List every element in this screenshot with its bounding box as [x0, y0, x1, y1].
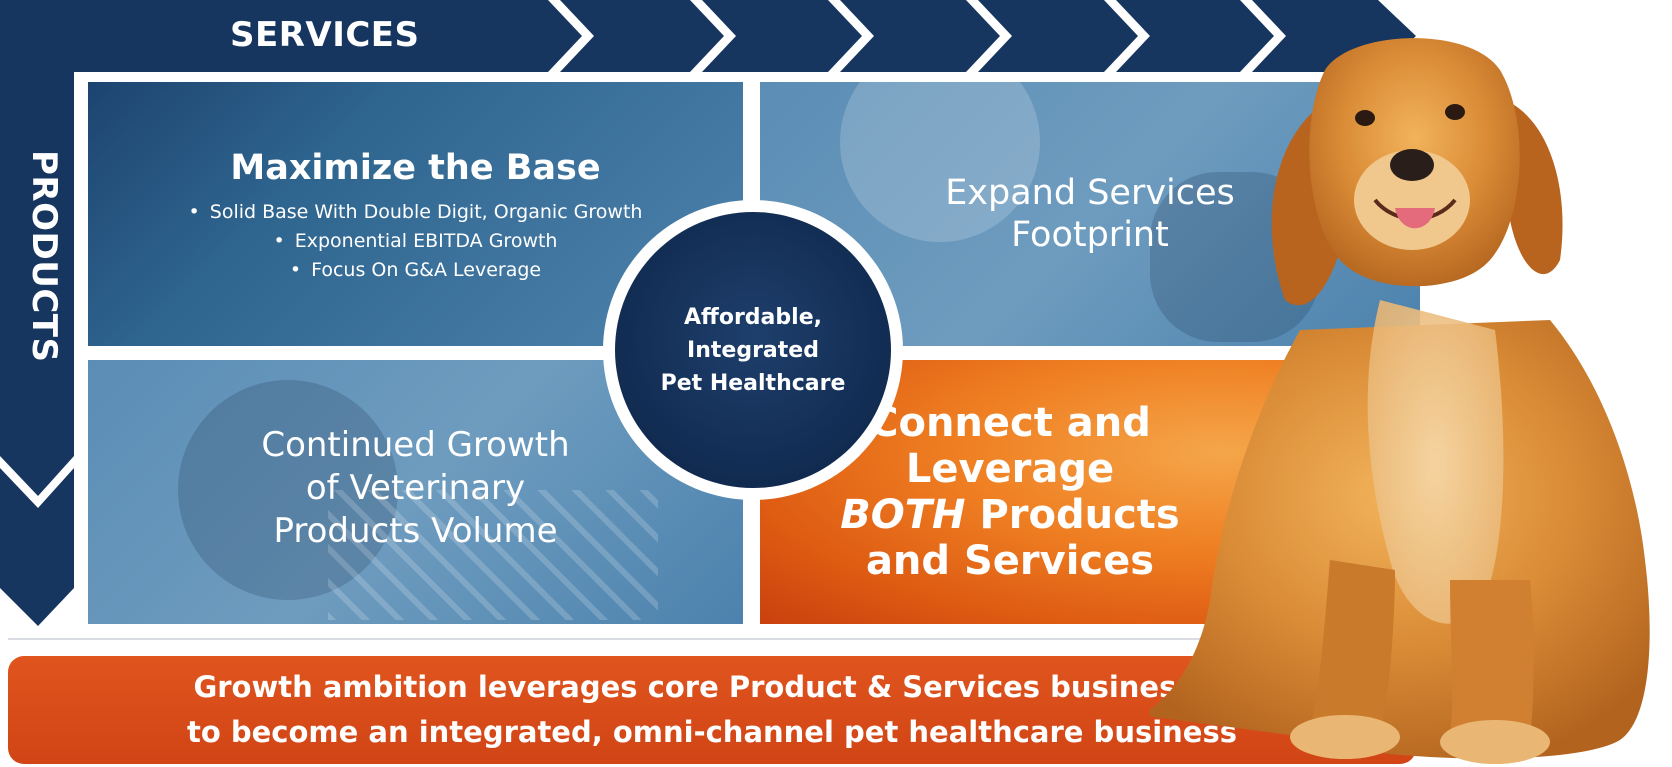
bullet-item: Exponential EBITDA Growth: [88, 227, 743, 256]
center-text: Affordable, Integrated Pet Healthcare: [660, 304, 846, 396]
quadrant-continued-growth: Continued Growth of Veterinary Products …: [88, 360, 743, 624]
quadrant-text: Connect and Leverage BOTH Products and S…: [760, 400, 1340, 584]
quadrant-title: Maximize the Base: [230, 148, 601, 188]
products-label: PRODUCTS: [24, 150, 64, 363]
services-chevron-bar: [0, 0, 1416, 72]
services-label: SERVICES: [230, 15, 420, 55]
bullet-list: Solid Base With Double Digit, Organic Gr…: [88, 198, 743, 285]
text-line: Connect and: [869, 400, 1151, 446]
emphasis-text: BOTH: [840, 492, 966, 538]
center-circle-inner: Affordable, Integrated Pet Healthcare: [615, 212, 891, 488]
products-chevron-bar: [0, 0, 74, 626]
banner-line: Growth ambition leverages core Product &…: [193, 670, 1231, 704]
golden-retriever-dog-image: [1150, 38, 1650, 764]
background-photo-dog-cart: [178, 380, 398, 600]
text-line: and Services: [865, 538, 1155, 584]
text-line-rest: Products: [965, 492, 1180, 538]
text-line: Leverage: [905, 446, 1115, 492]
quadrant-text: Expand Services Footprint: [945, 173, 1235, 255]
bullet-item: Solid Base With Double Digit, Organic Gr…: [88, 198, 743, 227]
quadrant-text: Continued Growth of Veterinary Products …: [261, 425, 570, 551]
background-photo-vet: [840, 82, 1040, 242]
bullet-item: Focus On G&A Leverage: [88, 256, 743, 285]
background-photo-basket: [328, 490, 658, 620]
text-line: BOTH Products: [760, 492, 1340, 538]
divider: [8, 638, 1423, 640]
banner-line: to become an integrated, omni-channel pe…: [186, 715, 1238, 749]
center-circle: Affordable, Integrated Pet Healthcare: [603, 200, 903, 500]
